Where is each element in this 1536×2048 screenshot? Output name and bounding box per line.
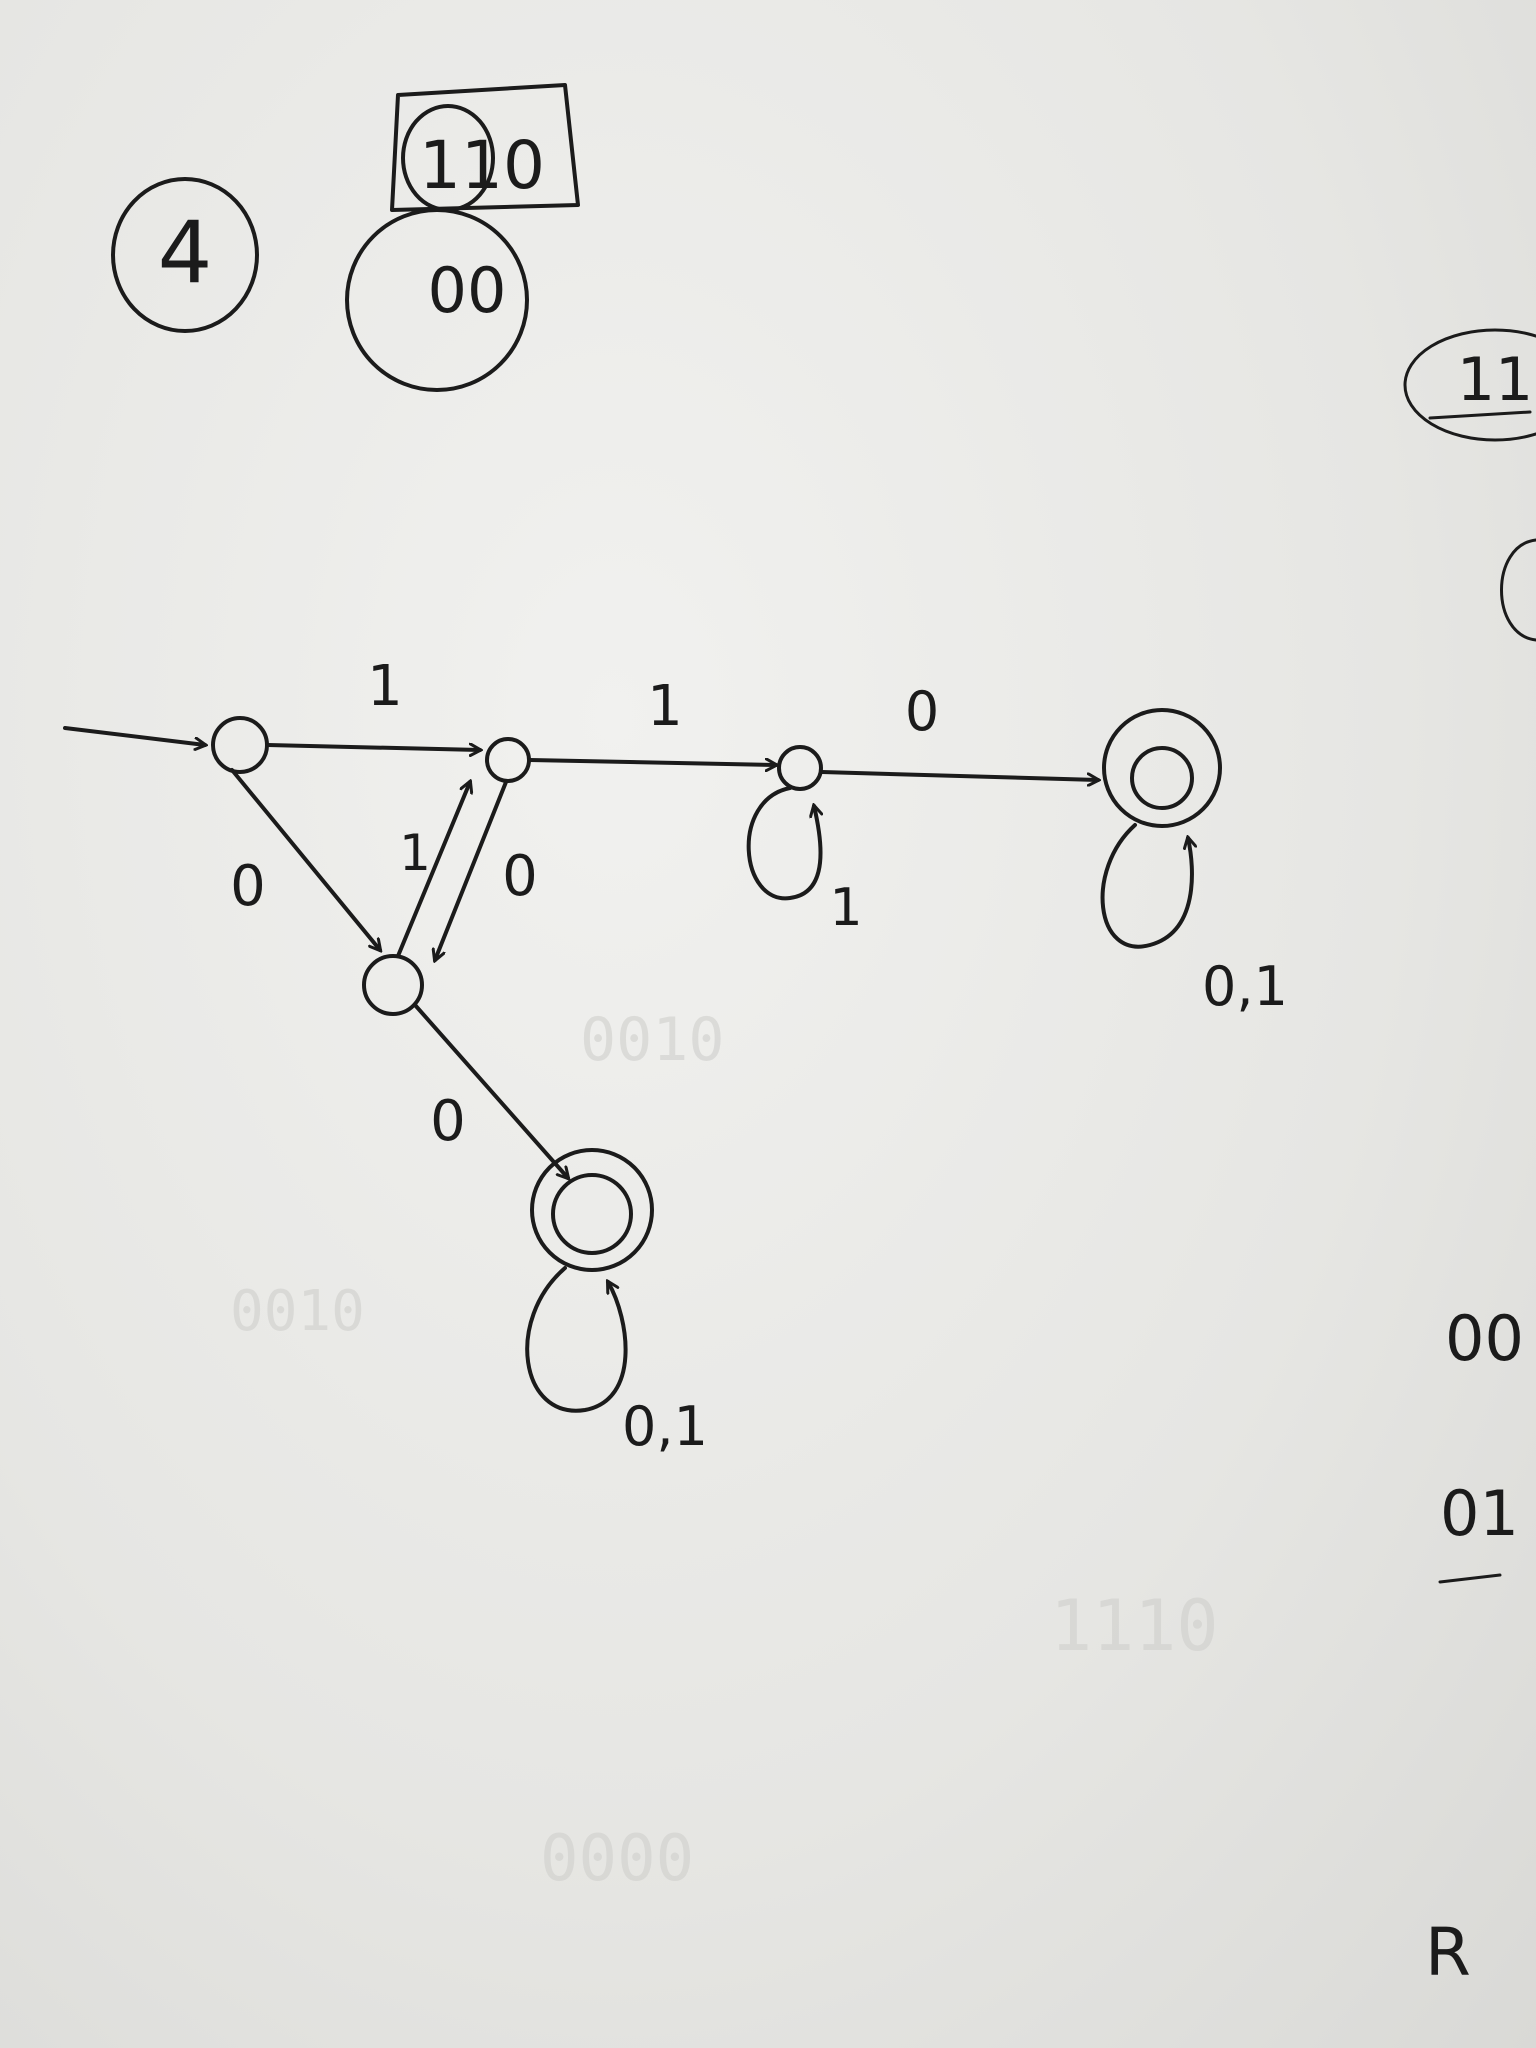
boxed-string-box	[390, 83, 580, 212]
edge-q1-q3	[528, 760, 776, 765]
margin-top-circled: 11	[1403, 328, 1536, 442]
edge-q2-q5	[413, 1003, 568, 1178]
state-q4	[1102, 708, 1222, 828]
state-q0	[211, 716, 269, 774]
margin-top-text: 11	[1457, 345, 1533, 415]
edge-q4-self-label: 0,1	[1202, 955, 1288, 1018]
edge-q1-q2-label: 0	[502, 844, 538, 909]
margin-partial-circle	[1500, 538, 1536, 642]
margin-lower-text: 01	[1440, 1477, 1519, 1550]
edge-q3-self-label: 1	[829, 878, 862, 938]
edge-q1-q2	[435, 780, 508, 960]
svg-text:1110: 1110	[1050, 1585, 1219, 1667]
problem-number-circle	[111, 177, 259, 333]
show-through-marks: 0010 0010 1110 0000	[230, 1005, 1219, 1896]
margin-lower-underline	[1438, 1573, 1502, 1584]
edge-q4-self	[1100, 823, 1192, 949]
edge-q3-q4	[820, 770, 1098, 780]
edge-q0-q2-label: 0	[230, 854, 266, 919]
boxed-string-group: 110	[390, 83, 580, 212]
svg-text:0000: 0000	[540, 1822, 694, 1896]
edge-q2-q5-label: 0	[430, 1089, 466, 1154]
state-q2	[362, 954, 424, 1016]
circled-string: 00	[428, 254, 507, 327]
edge-q3-self	[746, 786, 821, 901]
edge-q2-q1-label: 1	[399, 824, 431, 882]
state-q3	[777, 745, 823, 791]
edge-q0-q1-label: 1	[367, 654, 403, 719]
problem-number-badge: 4	[111, 177, 259, 333]
svg-text:0010: 0010	[580, 1005, 725, 1075]
edge-q0-q2	[230, 768, 380, 950]
state-q1	[485, 737, 531, 783]
problem-number: 4	[158, 203, 213, 303]
start-arrow	[63, 726, 205, 745]
circled-string-circle	[345, 208, 529, 392]
boxed-string: 110	[419, 127, 545, 204]
edge-q1-q3-label: 1	[647, 674, 683, 739]
edge-q2-q1	[396, 782, 470, 958]
edge-q5-self-label: 0,1	[622, 1395, 708, 1458]
state-q5	[530, 1148, 654, 1272]
edge-q0-q1	[266, 745, 480, 750]
circled-string-group: 00	[345, 208, 529, 392]
edge-q3-q4-label: 0	[905, 680, 939, 743]
margin-mid-text: 00	[1445, 1302, 1524, 1375]
edge-q5-self	[525, 1266, 628, 1413]
svg-text:0010: 0010	[230, 1279, 365, 1344]
margin-bottom-text: R	[1425, 1914, 1471, 1991]
